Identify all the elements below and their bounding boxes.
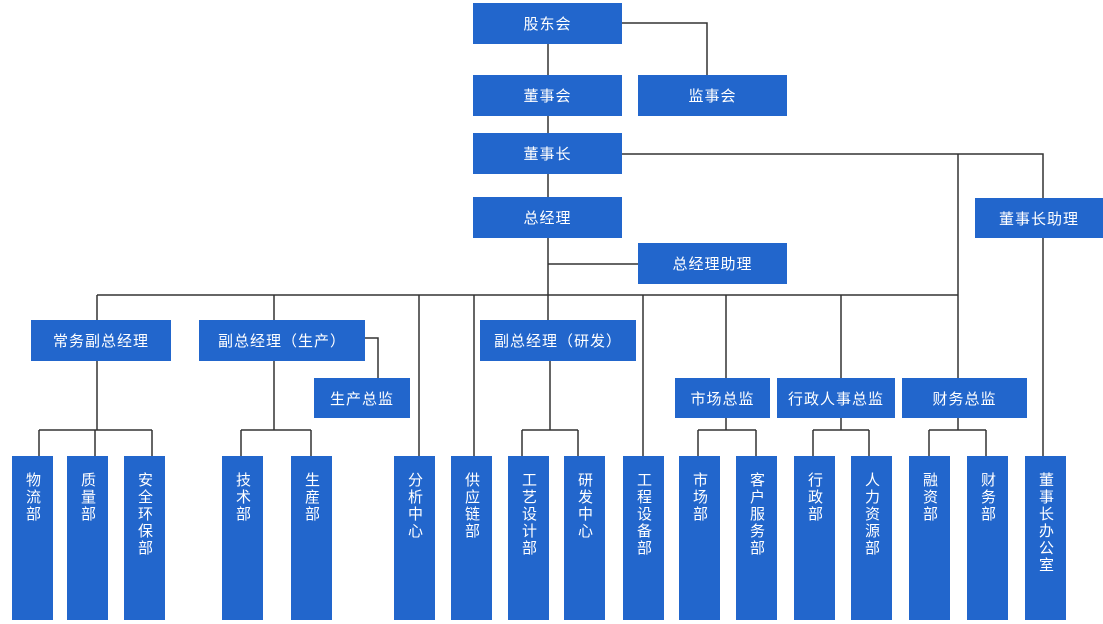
node-exec-vp: 常务副总经理 [31,320,171,361]
node-finance-director: 财务总监 [902,378,1027,418]
dept-quality: 质量部 [67,456,108,620]
dept-customer-service: 客户服务部 [736,456,777,620]
connector-line [622,22,708,75]
dept-production: 生産部 [291,456,332,620]
dept-rd-center: 研发中心 [564,456,605,620]
node-vp-production: 副总经理（生产） [199,320,365,361]
dept-admin: 行政部 [794,456,835,620]
node-supervisors: 监事会 [638,75,787,116]
dept-marketing: 市场部 [679,456,720,620]
dept-supply-chain: 供应链部 [451,456,492,620]
dept-process-design: 工艺设计部 [508,456,549,620]
node-chairman: 董事长 [473,133,622,174]
dept-finance: 财务部 [967,456,1008,620]
node-admin-hr-director: 行政人事总监 [777,378,895,418]
dept-chairman-office: 董事长办公室 [1025,456,1066,620]
node-board: 董事会 [473,75,622,116]
dept-technology: 技术部 [222,456,263,620]
dept-hr: 人力资源部 [851,456,892,620]
node-production-director: 生产总监 [314,378,410,418]
dept-logistics: 物流部 [12,456,53,620]
node-vp-rd: 副总经理（研发） [480,320,636,361]
dept-safety-env: 安全环保部 [124,456,165,620]
node-chairman-assistant: 董事长助理 [975,198,1103,238]
connector-line [365,337,379,378]
node-marketing-director: 市场总监 [675,378,770,418]
node-gm-assistant: 总经理助理 [638,243,787,284]
dept-analysis-center: 分析中心 [394,456,435,620]
node-shareholders: 股东会 [473,3,622,44]
connector-line [622,153,1044,198]
dept-financing: 融资部 [909,456,950,620]
dept-engineering-equipment: 工程设备部 [623,456,664,620]
node-gm: 总经理 [473,197,622,238]
